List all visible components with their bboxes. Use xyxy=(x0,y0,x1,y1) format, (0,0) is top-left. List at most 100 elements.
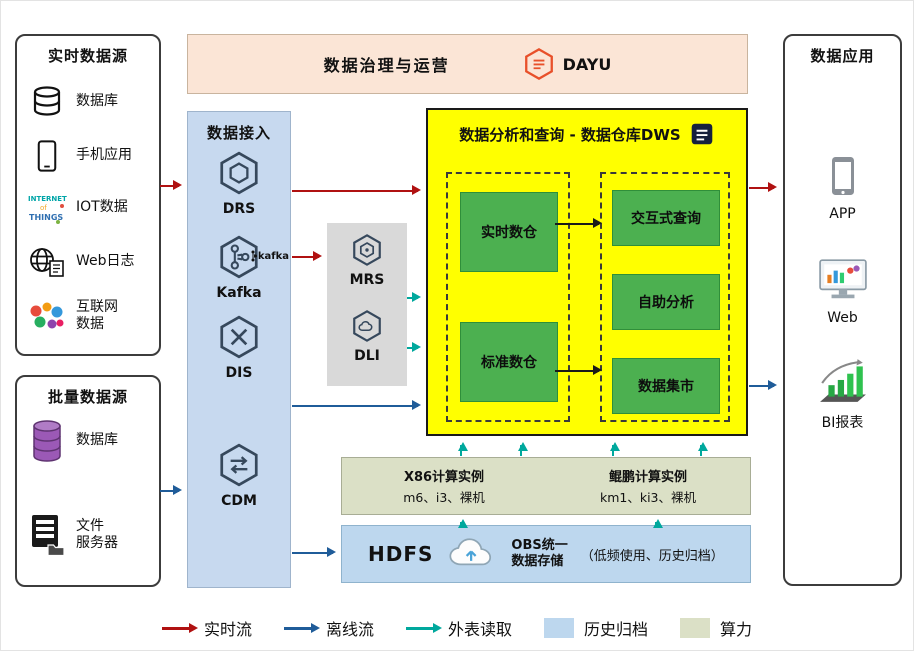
source-item-label: Web日志 xyxy=(76,253,135,270)
svg-text:of: of xyxy=(40,204,47,212)
source-item-label: 手机应用 xyxy=(76,147,132,164)
external-read-arrow-icon xyxy=(405,622,442,633)
governance-banner: 数据治理与运营 DAYU xyxy=(187,34,748,94)
interactive-query-node: 交互式查询 xyxy=(612,190,720,246)
realtime-sources-panel: 实时数据源 数据库 手机应用 xyxy=(15,34,161,356)
app-item-label: APP xyxy=(829,206,856,222)
source-item-label: 互联网 数据 xyxy=(76,299,118,334)
x86-title: X86计算实例 xyxy=(403,470,485,485)
service-label: MRS xyxy=(349,272,385,288)
obs-cloud-icon xyxy=(449,538,492,566)
source-item-database-batch: 数据库 xyxy=(25,413,155,469)
arrow-compute-to-dws-2 xyxy=(517,442,528,456)
arrow-mrs-to-dws xyxy=(407,292,421,303)
source-item-mobile: 手机应用 xyxy=(25,134,155,178)
file-server-icon xyxy=(25,513,69,557)
arrow-compute-to-dws-4 xyxy=(697,442,708,456)
legend-item-compute: 算力 xyxy=(680,616,752,640)
arrow-ingestion-to-dws-offline xyxy=(292,400,421,411)
arrow-compute-to-dws-1 xyxy=(457,442,468,456)
service-drs: DRS xyxy=(188,150,290,217)
data-ingestion-title: 数据接入 xyxy=(206,124,271,142)
label-line-1: 文件 xyxy=(76,517,104,534)
service-label: DIS xyxy=(225,365,253,381)
legend-item-offline: 离线流 xyxy=(283,616,374,640)
x86-compute: X86计算实例 m6、i3、裸机 xyxy=(342,458,546,514)
internet-data-icon xyxy=(25,299,69,333)
x86-subtitle: m6、i3、裸机 xyxy=(403,490,485,505)
globe-document-icon xyxy=(25,245,69,279)
source-item-file-server: 文件 服务器 xyxy=(25,505,155,565)
batch-sources-title: 批量数据源 xyxy=(47,388,128,406)
mobile-icon xyxy=(25,138,69,174)
dayu-logo: DAYU xyxy=(522,47,612,81)
legend-label: 外表读取 xyxy=(447,620,512,639)
offline-flow-arrow-icon xyxy=(283,622,320,633)
source-item-label: IOT数据 xyxy=(76,199,128,216)
processing-panel: MRS DLI xyxy=(327,223,407,386)
arrow-realtime-to-ingestion xyxy=(160,180,182,191)
dws-title: 数据分析和查询 - 数据仓库DWS xyxy=(459,125,681,144)
source-item-iot: INTERNET of THINGS IOT数据 xyxy=(25,186,155,230)
app-item-label: BI报表 xyxy=(821,415,864,431)
batch-sources-panel: 批量数据源 数据库 xyxy=(15,375,161,587)
dayu-brand-label: DAYU xyxy=(562,54,612,74)
arrow-compute-to-dws-3 xyxy=(609,442,620,456)
dis-hexagon-icon xyxy=(220,315,258,359)
compute-swatch-icon xyxy=(680,618,711,638)
applications-panel: 数据应用 APP Web xyxy=(783,34,902,586)
dli-hexagon-icon xyxy=(353,310,381,342)
realtime-sources-title: 实时数据源 xyxy=(47,47,128,65)
drs-hexagon-icon xyxy=(220,151,258,195)
storage-panel: HDFS OBS统一 数据存储 （低频使用、历史归档） xyxy=(341,525,751,583)
dayu-hexagon-icon xyxy=(524,47,553,81)
analytics-group: 交互式查询 自助分析 数据集市 xyxy=(600,172,730,422)
arrow-hdfs-to-compute-1 xyxy=(457,519,468,528)
arrow-cdm-to-hdfs xyxy=(292,547,336,558)
kunpeng-title: 鲲鹏计算实例 xyxy=(608,470,687,485)
legend-item-archive: 历史归档 xyxy=(544,616,648,640)
warehouse-group: 实时数仓 标准数仓 xyxy=(446,172,570,422)
archive-swatch-icon xyxy=(544,618,574,638)
arrow-hdfs-to-compute-2 xyxy=(652,519,663,528)
realtime-warehouse-node: 实时数仓 xyxy=(460,192,558,272)
kafka-badge-label: kafka xyxy=(257,250,289,262)
service-kafka: kafka Kafka xyxy=(188,234,290,301)
svg-text:INTERNET: INTERNET xyxy=(28,195,67,203)
iot-icon: INTERNET of THINGS xyxy=(25,191,69,225)
mrs-hexagon-icon xyxy=(353,234,381,266)
service-label: DLI xyxy=(354,348,380,364)
legend-label: 算力 xyxy=(720,620,753,639)
obs-storage-label: OBS统一 数据存储 xyxy=(511,538,567,571)
arrow-standard-wh-to-mart xyxy=(555,365,602,376)
data-mart-node: 数据集市 xyxy=(612,358,720,414)
legend-item-realtime: 实时流 xyxy=(161,616,252,640)
obs-label-line-1: OBS统一 xyxy=(511,537,568,553)
app-item-bi: BI报表 xyxy=(785,358,900,432)
legend-label: 历史归档 xyxy=(584,620,649,639)
legend: 实时流 离线流 外表读取 历史归档 算力 xyxy=(1,616,913,640)
database-icon xyxy=(25,84,69,120)
storage-note: （低频使用、历史归档） xyxy=(580,548,724,564)
label-line-2: 服务器 xyxy=(76,535,118,551)
self-service-analysis-node: 自助分析 xyxy=(612,274,720,330)
report-document-icon xyxy=(691,123,713,145)
service-label: Kafka xyxy=(216,285,262,301)
cdm-hexagon-icon xyxy=(220,443,258,487)
governance-title: 数据治理与运营 xyxy=(323,56,450,75)
compute-instances-panel: X86计算实例 m6、i3、裸机 鲲鹏计算实例 km1、ki3、裸机 xyxy=(341,457,751,515)
service-label: CDM xyxy=(221,493,257,509)
app-item-app: APP xyxy=(785,154,900,222)
dws-panel: 数据分析和查询 - 数据仓库DWS 实时数仓 标准数仓 交互式查询 自助分析 数… xyxy=(426,108,748,436)
bi-chart-icon xyxy=(819,359,866,402)
app-item-web: Web xyxy=(785,258,900,326)
app-item-label: Web xyxy=(827,310,858,326)
service-cdm: CDM xyxy=(188,442,290,509)
arrow-dli-to-dws xyxy=(407,342,421,353)
source-item-label: 数据库 xyxy=(76,93,118,110)
web-monitor-icon xyxy=(818,259,867,299)
arrow-realtime-wh-to-query xyxy=(555,218,602,229)
svg-text:THINGS: THINGS xyxy=(29,213,63,222)
legend-item-external: 外表读取 xyxy=(405,616,512,640)
obs-label-line-2: 数据存储 xyxy=(511,554,564,569)
